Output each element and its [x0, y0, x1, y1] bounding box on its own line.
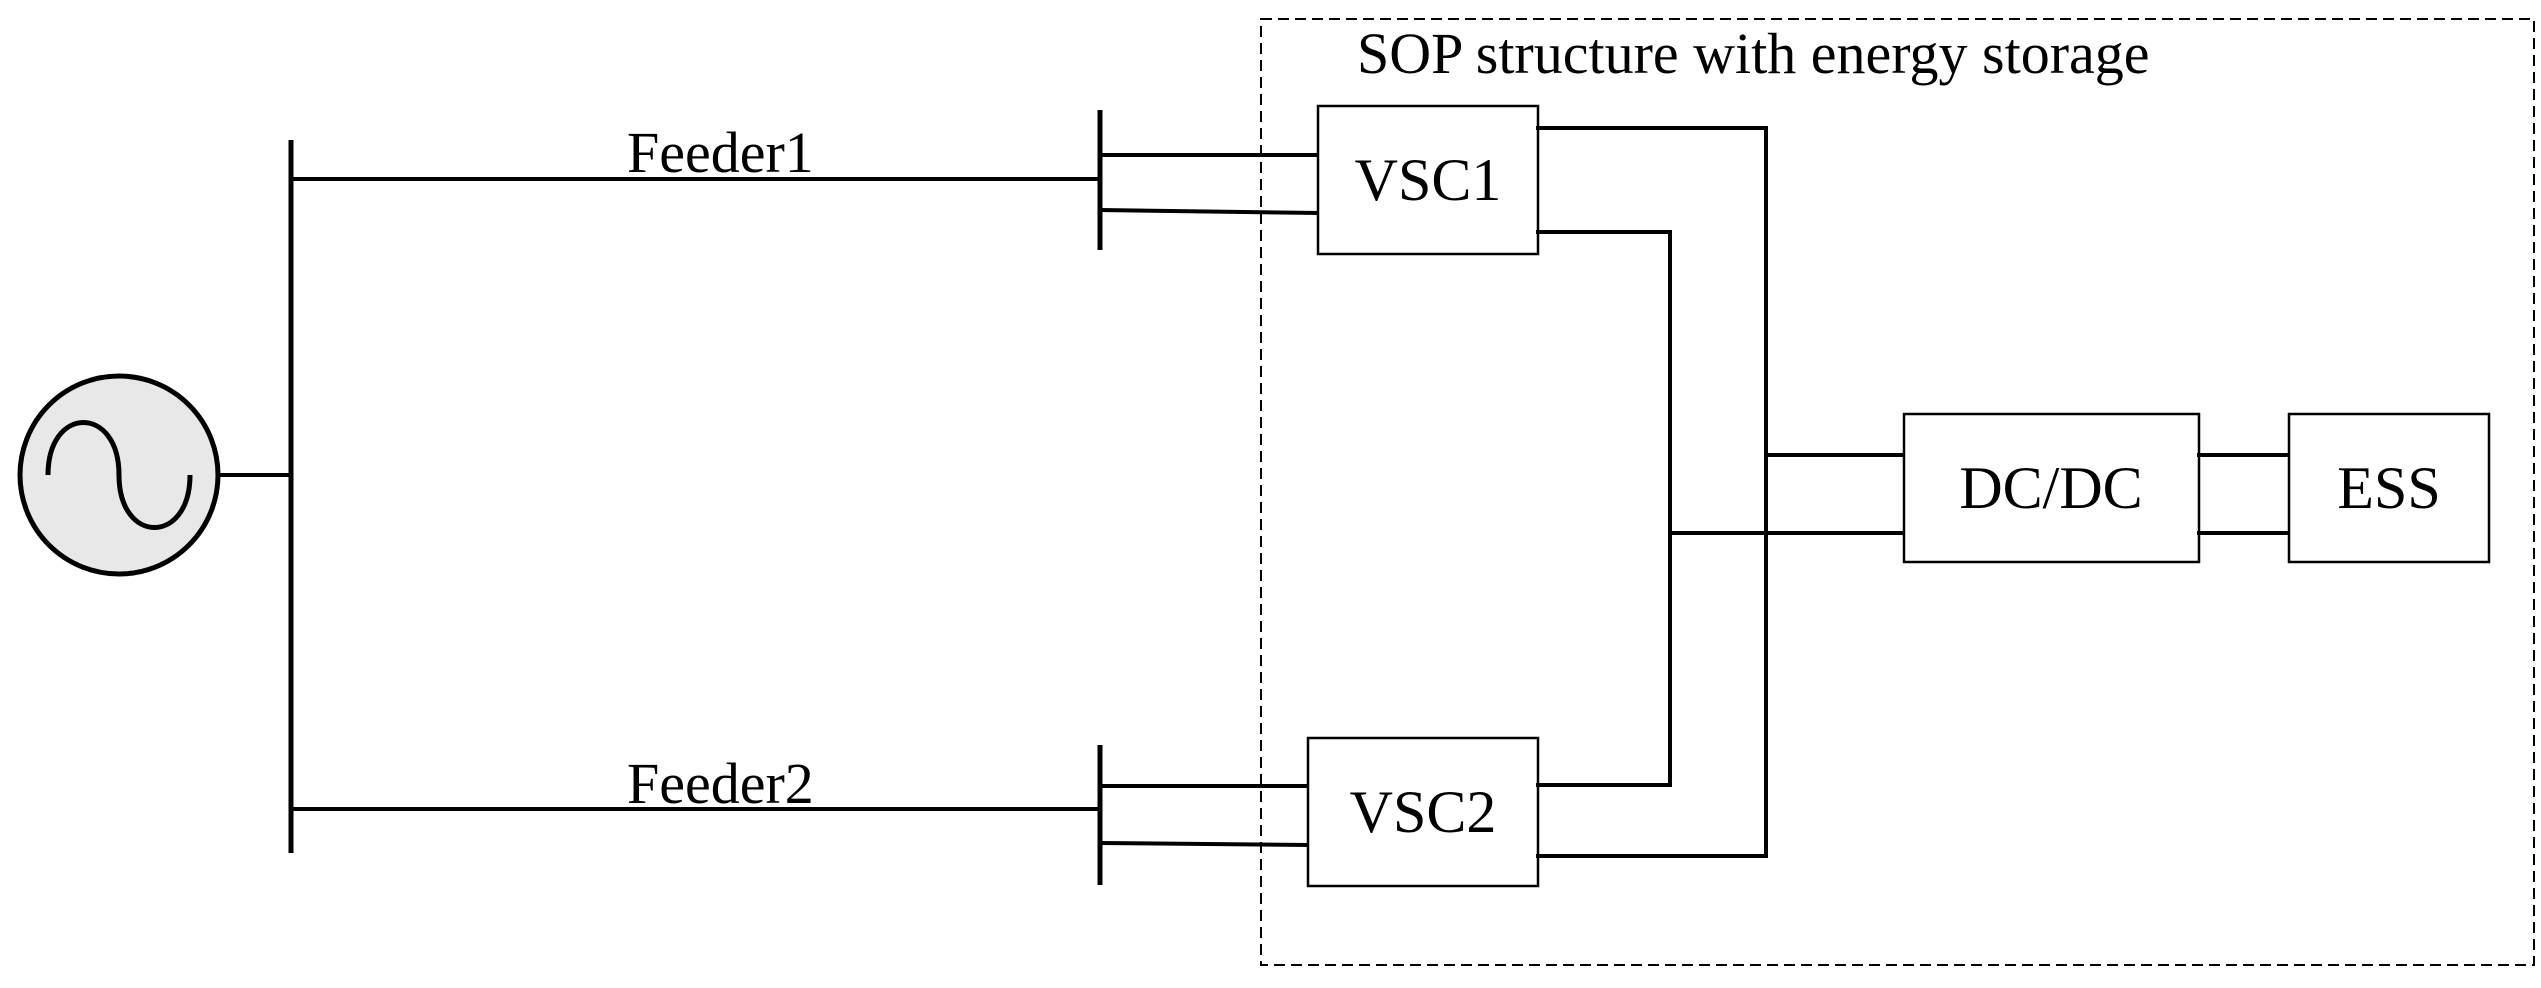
- ess-block: [2287, 412, 2491, 564]
- vsc1-ac-wire-bottom: [1097, 207, 1321, 216]
- feeder2-label: Feeder2: [627, 751, 814, 816]
- dcdc-label: DC/DC: [1959, 455, 2142, 521]
- sop-region-title: SOP structure with energy storage: [1357, 21, 2150, 86]
- dc-negative-link: [1536, 230, 1672, 787]
- ess-label: ESS: [2337, 455, 2440, 521]
- ac-source-icon: [17, 373, 221, 577]
- feeder1-label: Feeder1: [627, 120, 814, 185]
- vsc1-label: VSC1: [1355, 147, 1502, 213]
- vsc2-label: VSC2: [1350, 779, 1497, 845]
- vsc2-block: [1306, 736, 1540, 888]
- sine-wave-icon: [45, 420, 193, 530]
- vsc2-ac-wire-bottom: [1097, 840, 1311, 848]
- vsc1-block: [1316, 104, 1540, 256]
- sop-region-border: [1260, 18, 2535, 966]
- dc-positive-link: [1536, 126, 1768, 858]
- dcdc-block: [1902, 412, 2201, 564]
